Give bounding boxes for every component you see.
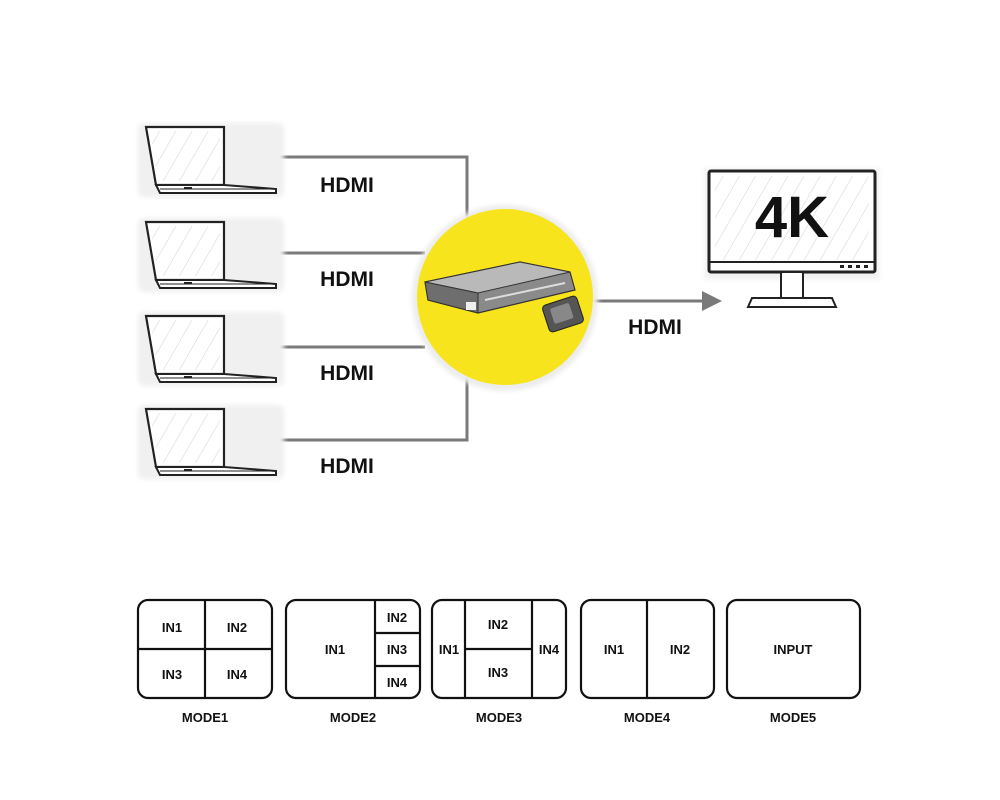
connector-line-4	[280, 375, 469, 442]
mode5-caption: MODE5	[769, 710, 817, 725]
mode4-in2: IN2	[669, 642, 691, 657]
mode1-in1: IN1	[161, 620, 183, 635]
mode5-layout	[725, 598, 862, 700]
mode1-in4: IN4	[226, 667, 248, 682]
mode1-in3: IN3	[161, 667, 183, 682]
mode2-layout	[284, 598, 422, 700]
mode2-caption: MODE2	[329, 710, 377, 725]
mode2-in4: IN4	[386, 675, 408, 690]
hdmi-label-output: HDMI	[628, 316, 682, 339]
laptop-group	[138, 123, 284, 479]
mode-diagrams	[136, 598, 862, 700]
laptop-icon	[138, 405, 284, 479]
remote-control-icon	[542, 295, 584, 333]
multiviewer-switch-icon	[424, 261, 576, 314]
mode4-caption: MODE4	[623, 710, 671, 725]
mode3-in3: IN3	[487, 665, 509, 680]
mode3-layout	[430, 598, 568, 700]
mode1-caption: MODE1	[181, 710, 229, 725]
monitor-icon	[704, 168, 880, 308]
mode4-in1: IN1	[603, 642, 625, 657]
hdmi-label-input-3: HDMI	[320, 362, 374, 385]
laptop-icon	[138, 123, 284, 197]
hdmi-label-input-1: HDMI	[320, 174, 374, 197]
laptop-icon	[138, 312, 284, 386]
mode2-in3: IN3	[386, 642, 408, 657]
hdmi-label-input-4: HDMI	[320, 455, 374, 478]
connector-line-1	[280, 155, 469, 230]
switch-hub	[412, 205, 598, 391]
mode4-layout	[579, 598, 716, 700]
monitor-resolution-text: 4K	[754, 185, 830, 250]
connector-lines	[280, 155, 705, 442]
mode3-caption: MODE3	[475, 710, 523, 725]
mode3-in1: IN1	[438, 642, 460, 657]
mode3-in2: IN2	[487, 617, 509, 632]
mode1-in2: IN2	[226, 620, 248, 635]
output-arrowhead	[702, 291, 722, 311]
mode3-in4: IN4	[538, 642, 560, 657]
mode5-input: INPUT	[773, 642, 813, 657]
hdmi-label-input-2: HDMI	[320, 268, 374, 291]
mode2-in1: IN1	[324, 642, 346, 657]
mode2-in2: IN2	[386, 610, 408, 625]
laptop-icon	[138, 218, 284, 292]
mode1-layout	[136, 598, 274, 700]
